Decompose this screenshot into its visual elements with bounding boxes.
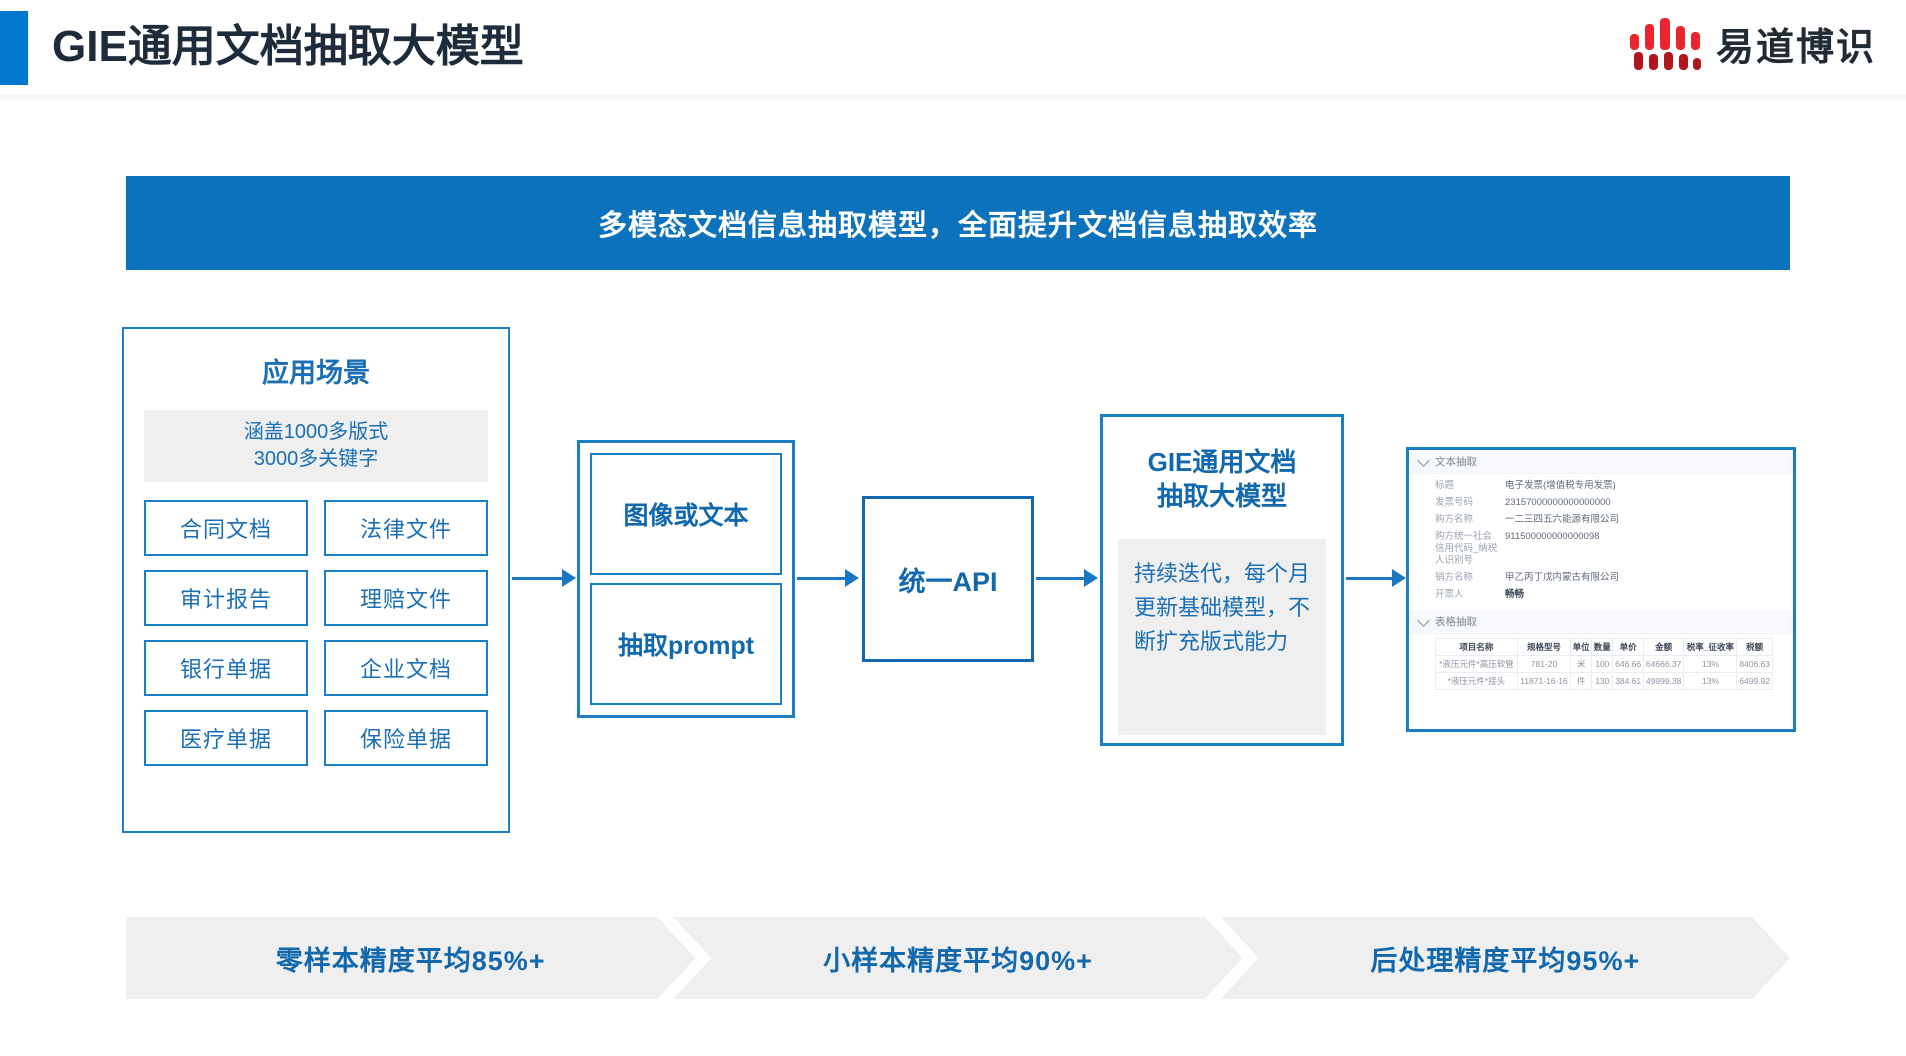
- column-header: 税率_征收率: [1683, 638, 1738, 656]
- field-row: 销方名称 甲乙丙丁戊内蒙古有限公司: [1435, 572, 1793, 584]
- table-cell: 64666.37: [1642, 655, 1685, 673]
- table-cell: 11871-16-16: [1516, 672, 1572, 690]
- scenario-chip[interactable]: 审计报告: [144, 570, 308, 626]
- scenario-chip[interactable]: 保险单据: [324, 710, 488, 766]
- field-key: 购方名称: [1435, 514, 1474, 525]
- field-row: 开票人 畅畅: [1435, 589, 1793, 601]
- scenarios-title: 应用场景: [262, 358, 370, 388]
- scenario-chip[interactable]: 医疗单据: [144, 710, 308, 766]
- table-cell: 384.61: [1612, 672, 1644, 690]
- table-cell: *液压元件*接头: [1435, 672, 1518, 690]
- field-value: 一二三四五六能源有限公司: [1505, 514, 1620, 525]
- field-key: 发票号码: [1435, 497, 1474, 508]
- gie-model-title: GIE通用文档 抽取大模型: [1148, 445, 1297, 513]
- brand-name: 易道博识: [1715, 27, 1876, 69]
- gie-model-note: 持续迭代，每个月更新基础模型，不断扩充版式能力: [1118, 539, 1326, 735]
- input-image-or-text-cell: 图像或文本: [590, 453, 782, 575]
- table-cell: 米: [1570, 655, 1593, 673]
- connector-arrow-4: [1392, 569, 1406, 587]
- gie-title-line-2: 抽取大模型: [1156, 481, 1287, 511]
- chevron-down-icon: [1417, 453, 1430, 467]
- headline-banner: 多模态文档信息抽取模型，全面提升文档信息抽取效率: [126, 176, 1790, 270]
- column-header: 项目名称: [1435, 638, 1518, 656]
- extraction-result-panel: 文本抽取 标题 电子发票(增值税专用发票) 发票号码 2315700000000…: [1406, 447, 1796, 732]
- field-value: 甲乙丙丁戊内蒙古有限公司: [1505, 572, 1620, 583]
- field-value: 23157000000000000000: [1505, 497, 1611, 508]
- connector-line-3: [1036, 577, 1086, 580]
- chevron-down-icon: [1417, 613, 1430, 627]
- unified-api-box: 统一API: [862, 496, 1034, 662]
- table-row: *液压元件*高压软管 781-20 米 100 646.66 64666.37 …: [1435, 655, 1773, 673]
- extracted-table: 项目名称 规格型号 单位 数量 单价 金额 税率_征收率 税额 *液压元件*高压…: [1435, 638, 1773, 690]
- brand-logo: 易道博识: [1629, 16, 1876, 71]
- field-key: 销方名称: [1435, 572, 1474, 583]
- field-row: 发票号码 23157000000000000000: [1435, 497, 1793, 509]
- column-header: 金额: [1642, 638, 1685, 656]
- sound-bars-icon: [1629, 17, 1701, 70]
- accuracy-chevron-few-shot: 小样本精度平均90%+: [673, 917, 1242, 999]
- field-value: 911500000000000098: [1505, 531, 1600, 542]
- field-value: 畅畅: [1505, 589, 1525, 600]
- table-cell: 100: [1591, 655, 1614, 673]
- column-header: 规格型号: [1516, 638, 1572, 656]
- headline-banner-text: 多模态文档信息抽取模型，全面提升文档信息抽取效率: [597, 210, 1318, 242]
- application-scenarios-panel: 应用场景 涵盖1000多版式 3000多关键字 合同文档 法律文件 审计报告 理…: [122, 327, 510, 833]
- table-cell: *液压元件*高压软管: [1435, 655, 1518, 673]
- scenarios-grid: 合同文档 法律文件 审计报告 理赔文件 银行单据 企业文档 医疗单据 保险单据: [144, 500, 488, 766]
- table-extraction-section-header[interactable]: 表格抽取: [1409, 610, 1793, 634]
- scenarios-coverage-note: 涵盖1000多版式 3000多关键字: [144, 410, 488, 482]
- column-header: 税额: [1736, 638, 1773, 656]
- table-cell: 646.66: [1612, 655, 1644, 673]
- table-cell: 6499.92: [1736, 672, 1773, 690]
- scenario-chip[interactable]: 企业文档: [324, 640, 488, 696]
- scenario-chip[interactable]: 合同文档: [144, 500, 308, 556]
- field-key: 开票人: [1435, 589, 1464, 600]
- column-header: 单价: [1612, 638, 1644, 656]
- coverage-line-1: 涵盖1000多版式: [243, 421, 389, 443]
- table-row: *液压元件*接头 11871-16-16 件 130 384.61 49999.…: [1435, 672, 1773, 690]
- scenario-chip[interactable]: 银行单据: [144, 640, 308, 696]
- field-value: 电子发票(增值税专用发票): [1505, 480, 1616, 491]
- table-cell: 13%: [1683, 655, 1738, 673]
- table-cell: 13%: [1683, 672, 1738, 690]
- gie-model-box: GIE通用文档 抽取大模型 持续迭代，每个月更新基础模型，不断扩充版式能力: [1100, 414, 1344, 746]
- text-extraction-label: 文本抽取: [1435, 456, 1477, 468]
- accuracy-chevron-post-processing: 后处理精度平均95%+: [1221, 917, 1790, 999]
- table-extraction-label: 表格抽取: [1435, 616, 1477, 628]
- table-cell: 130: [1591, 672, 1614, 690]
- connector-arrow-2: [845, 569, 859, 587]
- table-cell: 件: [1570, 672, 1593, 690]
- connector-arrow-1: [562, 569, 576, 587]
- connector-arrow-3: [1084, 569, 1098, 587]
- header-accent-bar: [0, 11, 28, 85]
- page-title: GIE通用文档抽取大模型: [52, 22, 524, 71]
- text-extraction-section-header[interactable]: 文本抽取: [1409, 450, 1793, 474]
- field-key: 标题: [1435, 480, 1455, 491]
- connector-line-1: [512, 577, 564, 580]
- accuracy-chevron-zero-shot: 零样本精度平均85%+: [126, 917, 695, 999]
- column-header: 数量: [1591, 638, 1614, 656]
- accuracy-chevron-row: 零样本精度平均85%+ 小样本精度平均90%+ 后处理精度平均95%+: [126, 917, 1790, 999]
- coverage-line-2: 3000多关键字: [253, 448, 379, 470]
- connector-line-4: [1346, 577, 1394, 580]
- field-key: 购方统一社会信用代码_纳税人识别号: [1435, 531, 1498, 566]
- table-cell: 8406.63: [1736, 655, 1773, 673]
- field-row: 购方名称 一二三四五六能源有限公司: [1435, 514, 1793, 526]
- scenario-chip[interactable]: 理赔文件: [324, 570, 488, 626]
- table-header-row: 项目名称 规格型号 单位 数量 单价 金额 税率_征收率 税额: [1435, 638, 1773, 656]
- field-row: 购方统一社会信用代码_纳税人识别号 911500000000000098: [1435, 531, 1793, 567]
- connector-line-2: [797, 577, 847, 580]
- field-row: 标题 电子发票(增值税专用发票): [1435, 480, 1793, 492]
- text-extraction-fields: 标题 电子发票(增值税专用发票) 发票号码 231570000000000000…: [1409, 474, 1793, 610]
- input-prompt-cell: 抽取prompt: [590, 583, 782, 705]
- header-divider: [0, 95, 1906, 104]
- table-cell: 781-20: [1516, 655, 1572, 673]
- scenario-chip[interactable]: 法律文件: [324, 500, 488, 556]
- column-header: 单位: [1570, 638, 1593, 656]
- input-modalities-box: 图像或文本 抽取prompt: [577, 440, 795, 718]
- gie-title-line-1: GIE通用文档: [1147, 447, 1297, 477]
- page-header: GIE通用文档抽取大模型 易道博识: [0, 0, 1906, 104]
- table-cell: 49999.38: [1642, 672, 1685, 690]
